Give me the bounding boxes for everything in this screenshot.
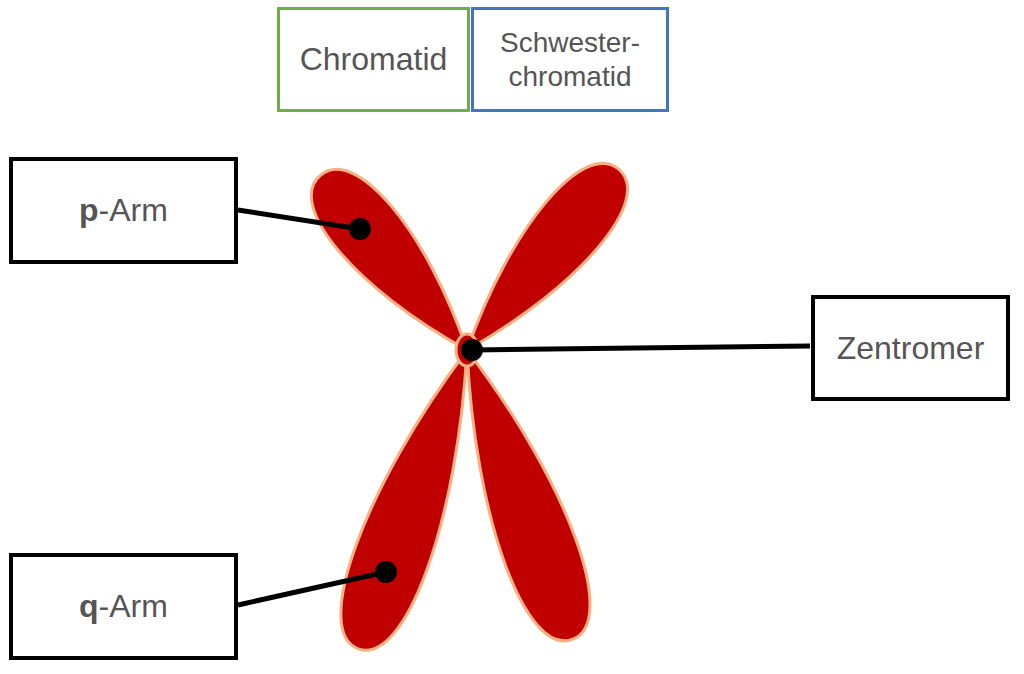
chromosome [294, 147, 645, 662]
leader-line [238, 210, 360, 229]
leader-dots [349, 218, 483, 583]
chromatid-lobe [441, 147, 646, 372]
leader-line [472, 346, 810, 350]
chromatid-lobe [432, 337, 608, 652]
leader-lines [238, 210, 810, 605]
sister-chromatid-box: Schwester- chromatid [471, 7, 669, 112]
label-box: p-Arm [9, 157, 238, 264]
label-box: Zentromer [811, 295, 1010, 401]
node-label: Chromatid [300, 40, 448, 78]
chromatid-lobe [294, 153, 493, 372]
node-label: q-Arm [79, 587, 168, 625]
leader-dot [349, 218, 371, 240]
node-label: p-Arm [79, 191, 168, 229]
label-box: q-Arm [9, 553, 238, 660]
leader-dot [375, 561, 397, 583]
node-label: Zentromer [837, 329, 985, 367]
leader-line [238, 572, 386, 605]
chromatid-box: Chromatid [277, 7, 470, 112]
leader-dot [461, 339, 483, 361]
node-label: Schwester- chromatid [485, 26, 655, 93]
